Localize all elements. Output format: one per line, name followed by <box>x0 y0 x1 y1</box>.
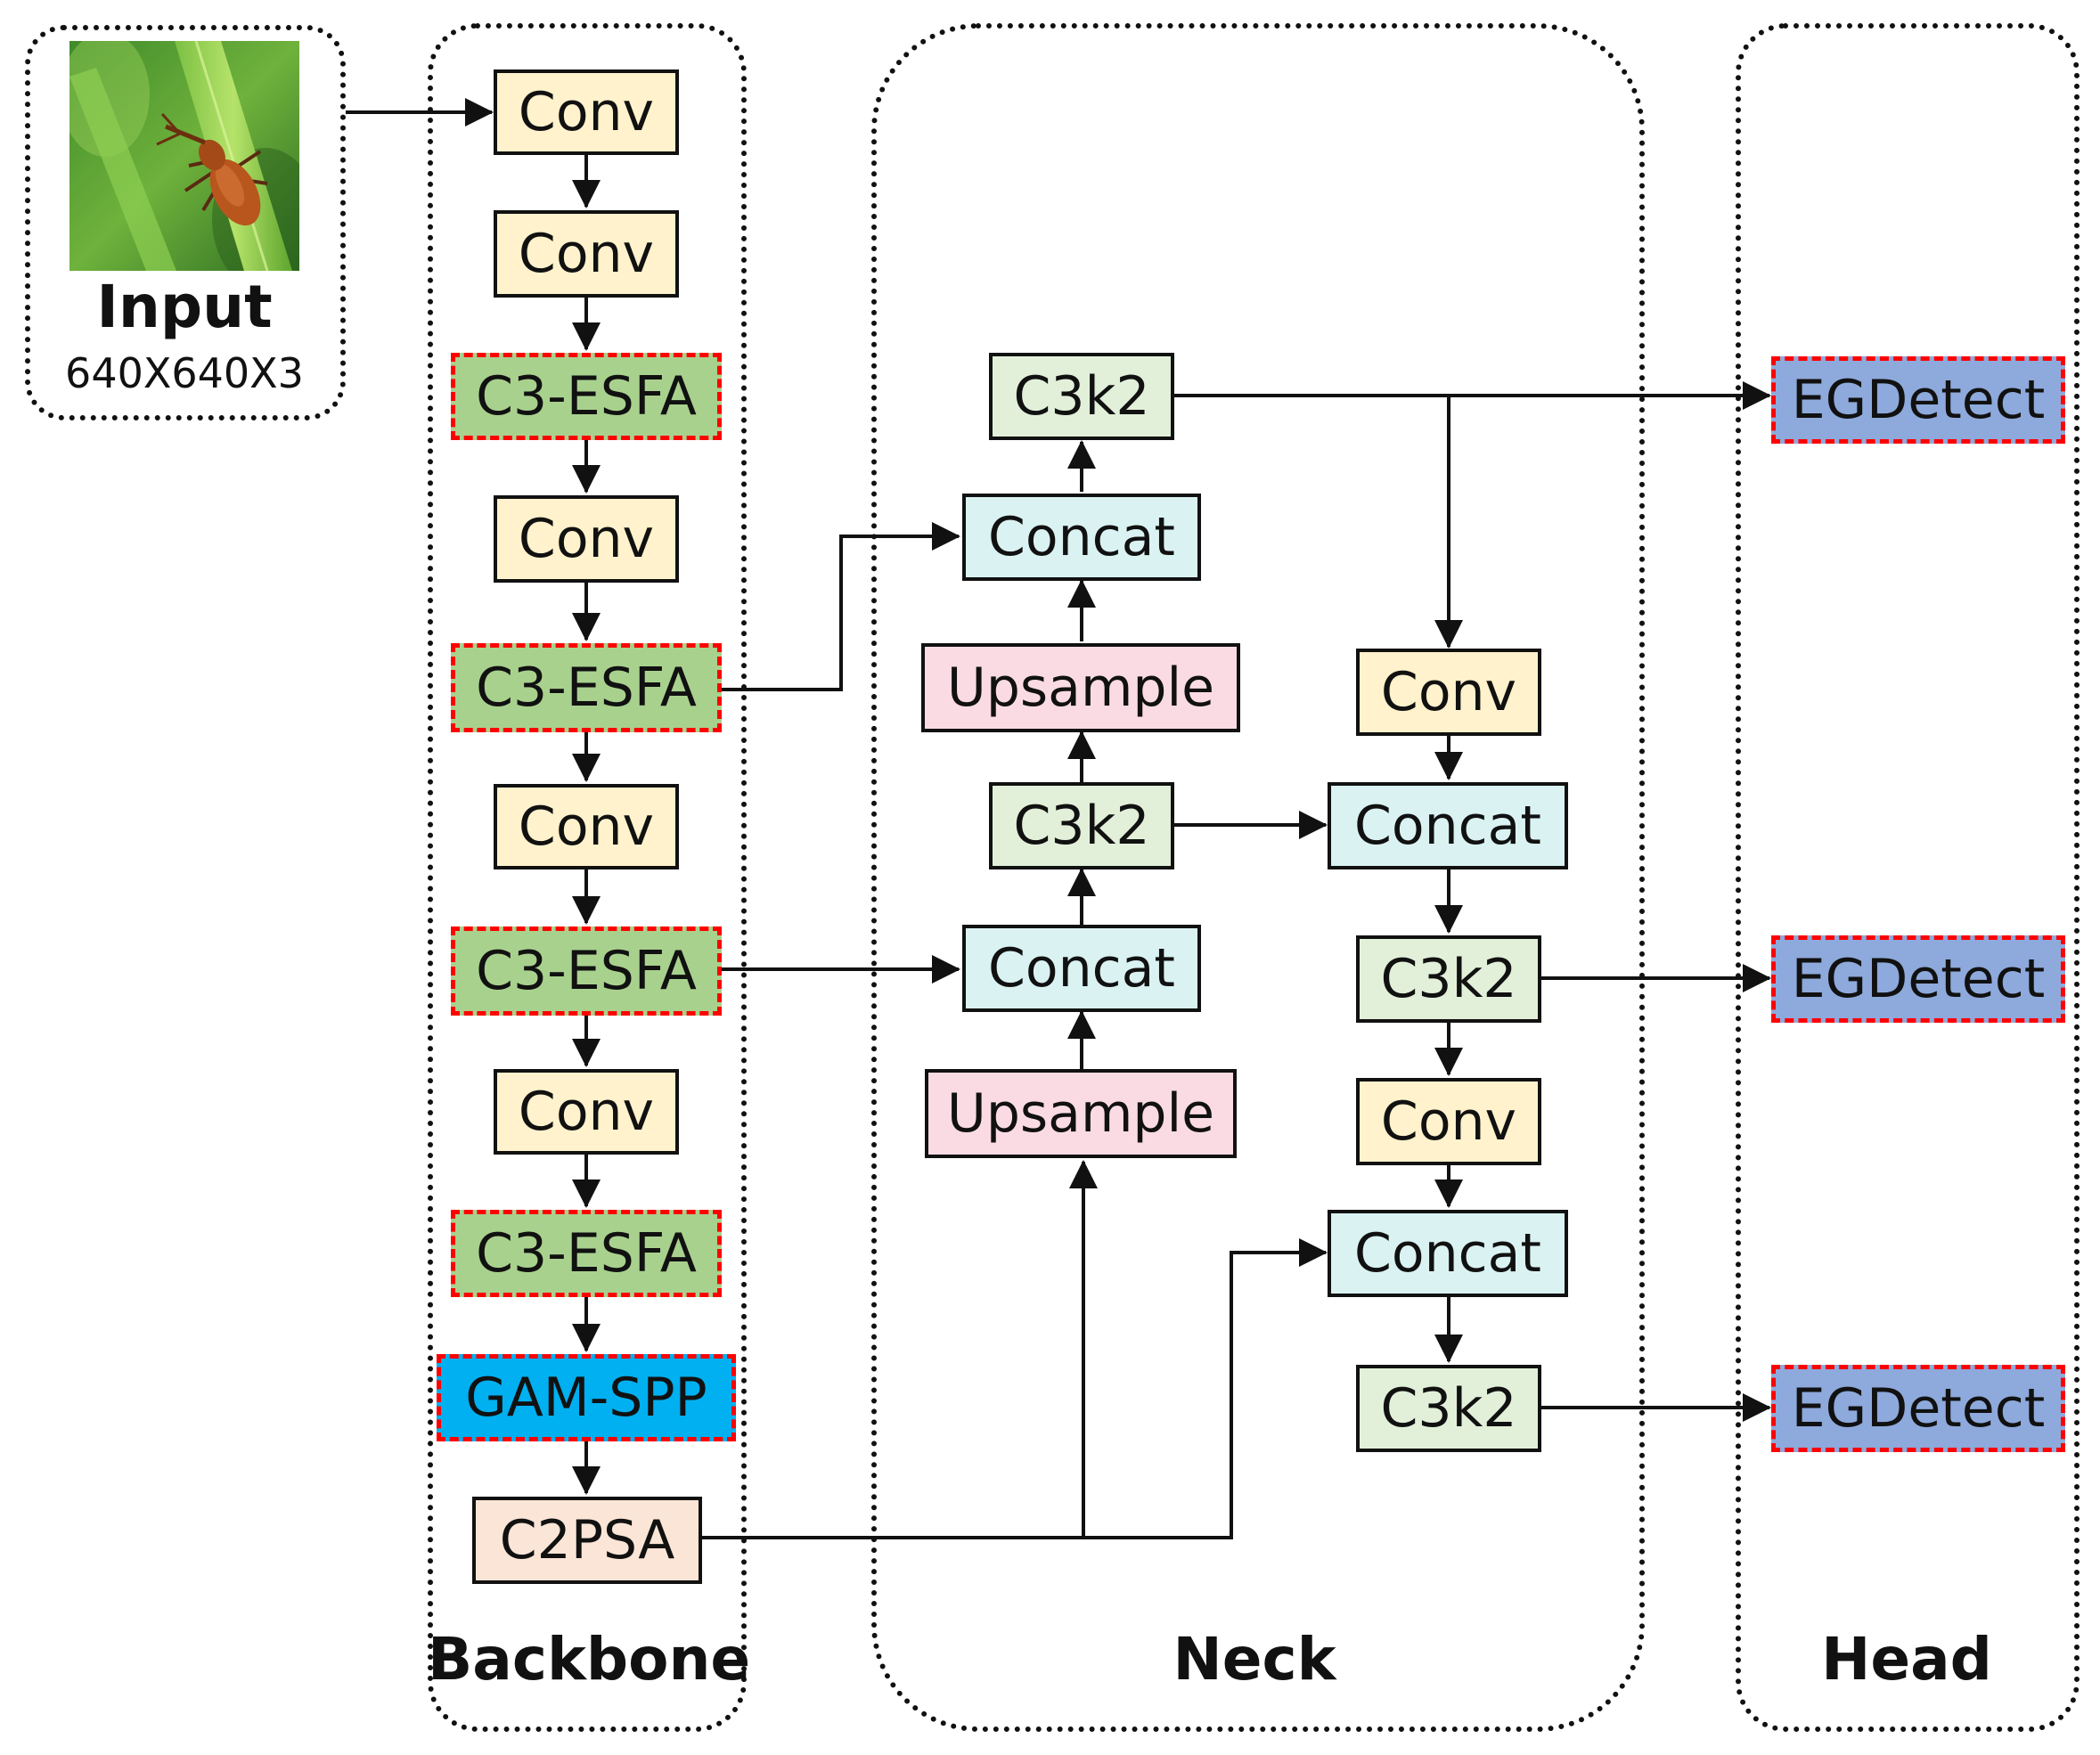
arrow-esfa2-concat-top <box>722 522 960 691</box>
backbone-conv-5: Conv <box>494 1069 679 1155</box>
neck-conv-r2: Conv <box>1356 1078 1541 1165</box>
backbone-label: Backbone <box>428 1625 751 1694</box>
arrow-c2psa-concat-r2 <box>1083 1238 1328 1539</box>
neck-c3k2-r2: C3k2 <box>1356 1365 1541 1452</box>
backbone-conv-2: Conv <box>494 210 679 298</box>
neck-upsample-bottom: Upsample <box>925 1069 1237 1158</box>
neck-concat-r1: Concat <box>1328 782 1568 869</box>
neck-conv-r1: Conv <box>1356 649 1541 736</box>
neck-upsample-top: Upsample <box>921 643 1240 732</box>
backbone-c3-esfa-4: C3-ESFA <box>451 1210 722 1297</box>
head-egdetect-1: EGDetect <box>1771 356 2065 444</box>
backbone-group <box>428 23 747 1732</box>
neck-c3k2-top: C3k2 <box>989 353 1174 440</box>
input-size: 640X640X3 <box>65 349 304 397</box>
head-egdetect-2: EGDetect <box>1771 935 2065 1023</box>
neck-c3k2-r1: C3k2 <box>1356 935 1541 1023</box>
backbone-conv-4: Conv <box>494 784 679 869</box>
backbone-gam-spp: GAM-SPP <box>437 1354 736 1441</box>
neck-label: Neck <box>1173 1625 1336 1694</box>
arrow-c2psa-neck <box>702 1160 1098 1539</box>
neck-concat-r2: Concat <box>1328 1210 1568 1297</box>
neck-group <box>871 23 1645 1732</box>
backbone-c3-esfa-1: C3-ESFA <box>451 353 722 440</box>
head-label: Head <box>1821 1625 1992 1694</box>
neck-concat-top: Concat <box>962 494 1201 581</box>
backbone-c3-esfa-3: C3-ESFA <box>451 926 722 1016</box>
backbone-c3-esfa-2: C3-ESFA <box>451 643 722 732</box>
input-title: Input <box>96 273 273 341</box>
input-group <box>25 25 346 420</box>
backbone-conv-3: Conv <box>494 495 679 583</box>
backbone-conv-1: Conv <box>494 69 679 155</box>
neck-c3k2-mid: C3k2 <box>989 782 1174 869</box>
neck-concat-mid: Concat <box>962 925 1201 1012</box>
head-egdetect-3: EGDetect <box>1771 1365 2065 1452</box>
backbone-c2psa: C2PSA <box>472 1497 702 1584</box>
insect-photo <box>69 41 299 271</box>
head-group <box>1736 23 2080 1732</box>
